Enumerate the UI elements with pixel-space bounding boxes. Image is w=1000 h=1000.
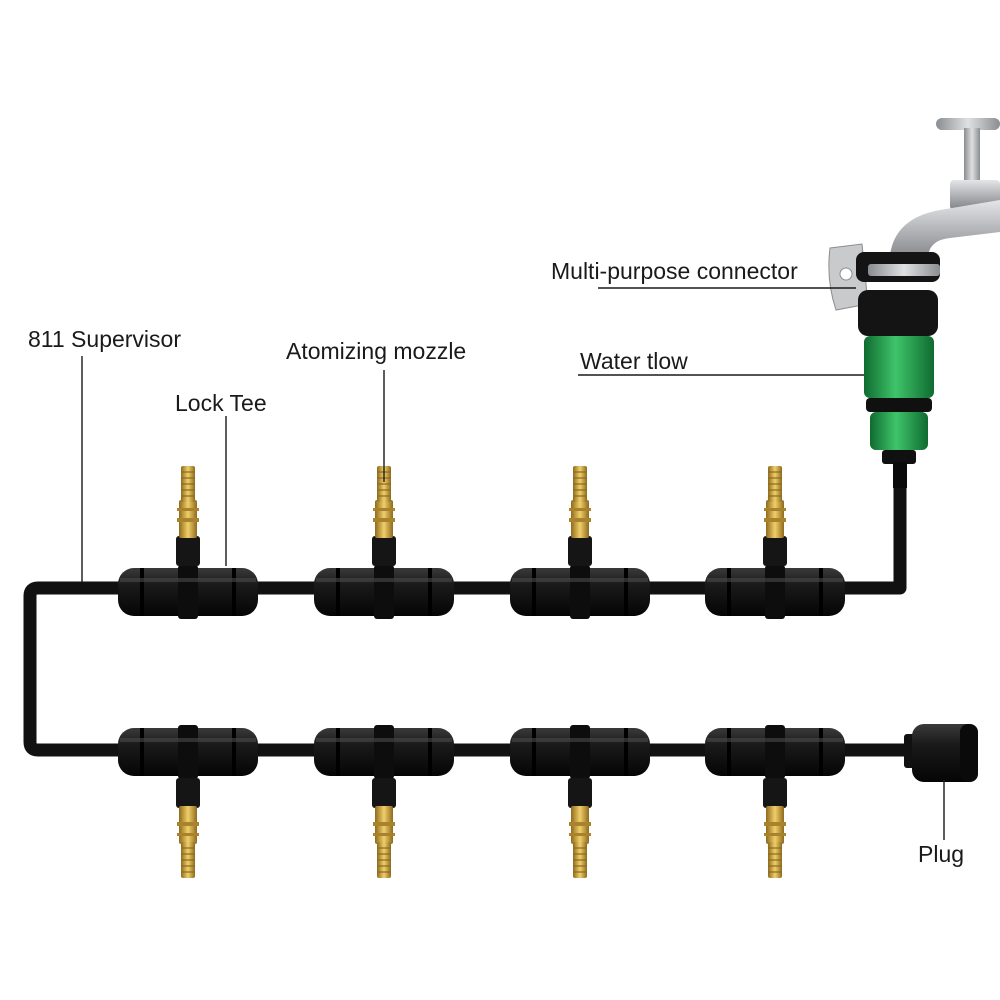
lock-tee-top-2 — [314, 465, 454, 619]
label-supervisor: 811 Supervisor — [28, 326, 181, 352]
quick-connector-icon — [828, 243, 940, 488]
lock-tee-bottom-3 — [510, 725, 650, 879]
end-plug-icon — [904, 724, 978, 782]
hose-line — [23, 470, 912, 757]
label-connector: Multi-purpose connector — [551, 258, 798, 284]
lock-tee-top-3 — [510, 465, 650, 619]
lock-tee-top-1 — [118, 465, 258, 619]
lock-tee-bottom-1 — [118, 725, 258, 879]
lock-tee-bottom-2 — [314, 725, 454, 879]
faucet-icon — [890, 118, 1000, 262]
label-nozzle: Atomizing mozzle — [286, 338, 467, 364]
label-plug: Plug — [918, 841, 965, 867]
lock-tee-bottom-4 — [705, 725, 845, 879]
lock-tee-top-4 — [705, 465, 845, 619]
label-water-flow: Water tlow — [580, 348, 688, 374]
label-lock-tee: Lock Tee — [175, 390, 267, 416]
